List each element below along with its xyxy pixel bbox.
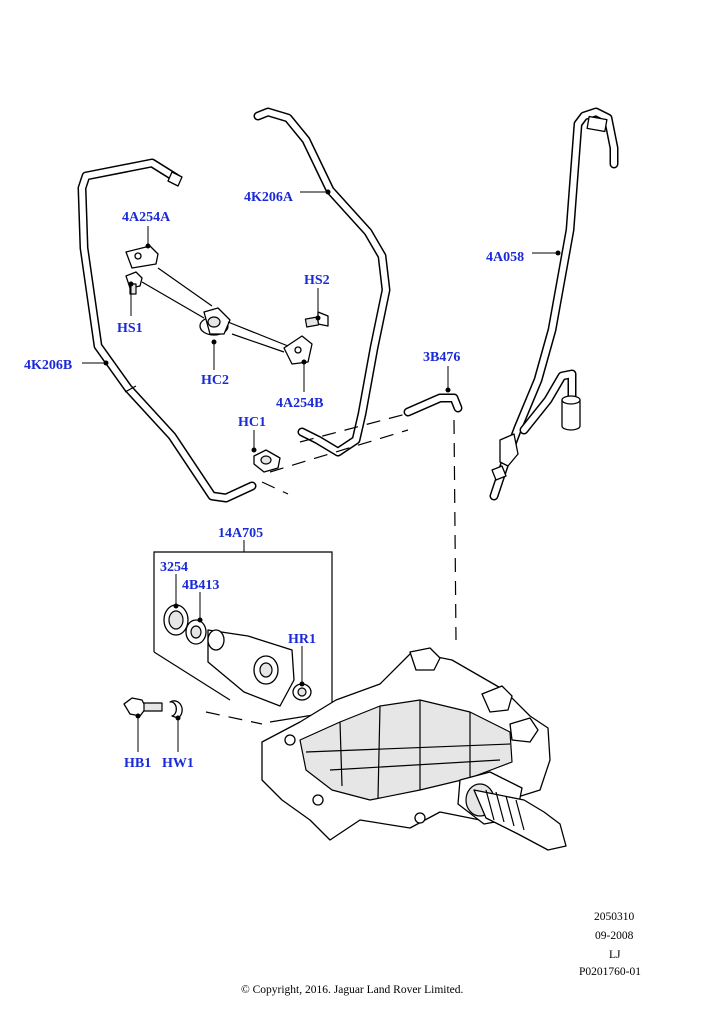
- bolt-HS2: [304, 311, 329, 328]
- bracket-4A254A: [125, 245, 159, 269]
- drawing-number: P0201760-01: [579, 966, 641, 978]
- label-HS1: HS1: [117, 321, 143, 336]
- bracket-4A254B: [283, 335, 313, 365]
- bearing-carrier: [207, 629, 295, 707]
- label-4K206B: 4K206B: [24, 358, 72, 373]
- washer-HW1: [169, 700, 183, 719]
- label-HS2: HS2: [304, 273, 330, 288]
- label-4A254B: 4A254B: [276, 396, 323, 411]
- drawing-code: 2050310: [594, 911, 635, 923]
- drawing-initials: LJ: [609, 949, 621, 961]
- hose-3B476: [403, 393, 463, 417]
- bolt-HB1: [123, 697, 163, 717]
- leaders: [82, 189, 561, 752]
- label-HC2: HC2: [201, 373, 229, 388]
- label-4B413: 4B413: [182, 578, 219, 593]
- label-HC1: HC1: [238, 415, 266, 430]
- transmission-housing: [261, 647, 567, 851]
- pipe-4A058: [489, 107, 619, 501]
- clip-HC1: [253, 449, 281, 473]
- seal-3254: [163, 604, 189, 636]
- hose-4K206B: [77, 158, 257, 503]
- bearing-4B413: [185, 619, 207, 645]
- drawing-date: 09-2008: [595, 930, 634, 942]
- label-3B476: 3B476: [423, 350, 460, 365]
- label-HW1: HW1: [162, 756, 194, 771]
- copyright: © Copyright, 2016. Jaguar Land Rover Lim…: [241, 984, 464, 996]
- clip-HC2: [199, 307, 231, 336]
- label-HR1: HR1: [288, 632, 316, 647]
- label-HB1: HB1: [124, 756, 151, 771]
- label-14A705: 14A705: [218, 526, 263, 541]
- label-4A254A: 4A254A: [122, 210, 171, 225]
- label-3254: 3254: [160, 560, 188, 575]
- label-4K206A: 4K206A: [244, 190, 294, 205]
- bolt-HS1: [125, 271, 143, 295]
- label-4A058: 4A058: [486, 250, 524, 265]
